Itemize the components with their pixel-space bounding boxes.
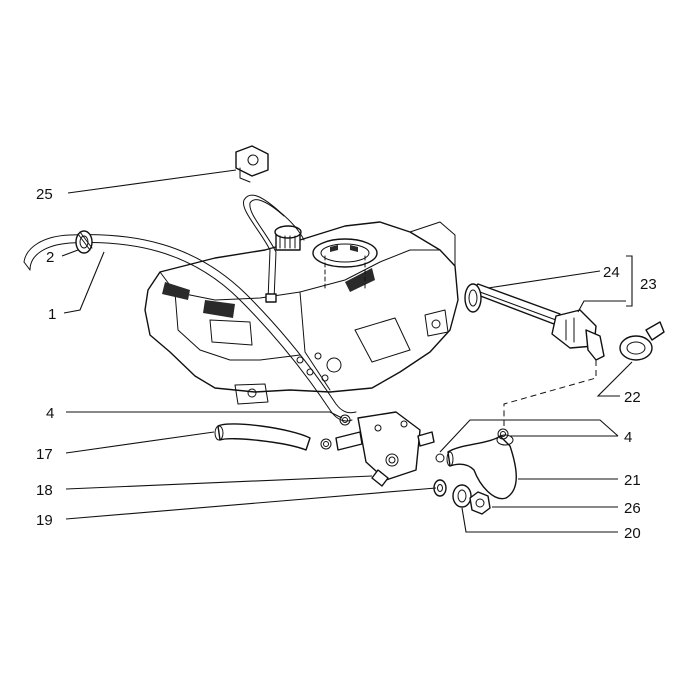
callout-26: 26	[624, 500, 641, 517]
nut	[469, 491, 491, 515]
short-hose	[214, 423, 311, 451]
fuel-tap	[335, 411, 435, 487]
spring-clip-left	[320, 414, 351, 450]
clip-part	[235, 145, 269, 183]
callout-24: 24	[603, 264, 620, 281]
callout-21: 21	[624, 472, 641, 489]
callout-19: 19	[36, 512, 53, 529]
callout-20: 20	[624, 525, 641, 542]
seal-ring	[452, 484, 472, 508]
curved-pipe	[446, 434, 517, 500]
washer	[433, 453, 447, 497]
spring-clip-right	[497, 428, 509, 440]
callout-1: 1	[48, 306, 56, 323]
fuel-tank	[144, 221, 459, 405]
filler-neck	[312, 238, 378, 291]
callout-22: 22	[624, 389, 641, 406]
assembly-line	[503, 360, 597, 426]
callout-4-left: 4	[46, 405, 54, 422]
callout-25: 25	[36, 186, 53, 203]
vent-tube	[243, 194, 305, 303]
callout-17: 17	[36, 446, 53, 463]
leader-lines	[61, 169, 633, 533]
callout-18: 18	[36, 482, 53, 499]
breather-cap	[274, 225, 302, 251]
callout-23: 23	[640, 276, 657, 293]
callout-4-right: 4	[624, 429, 632, 446]
filter-element	[464, 283, 561, 325]
hose-clamp	[75, 230, 93, 254]
callout-2: 2	[46, 249, 54, 266]
clamp-bracket	[619, 321, 665, 361]
filter-body	[551, 309, 605, 361]
assembly-bracket	[626, 255, 633, 307]
